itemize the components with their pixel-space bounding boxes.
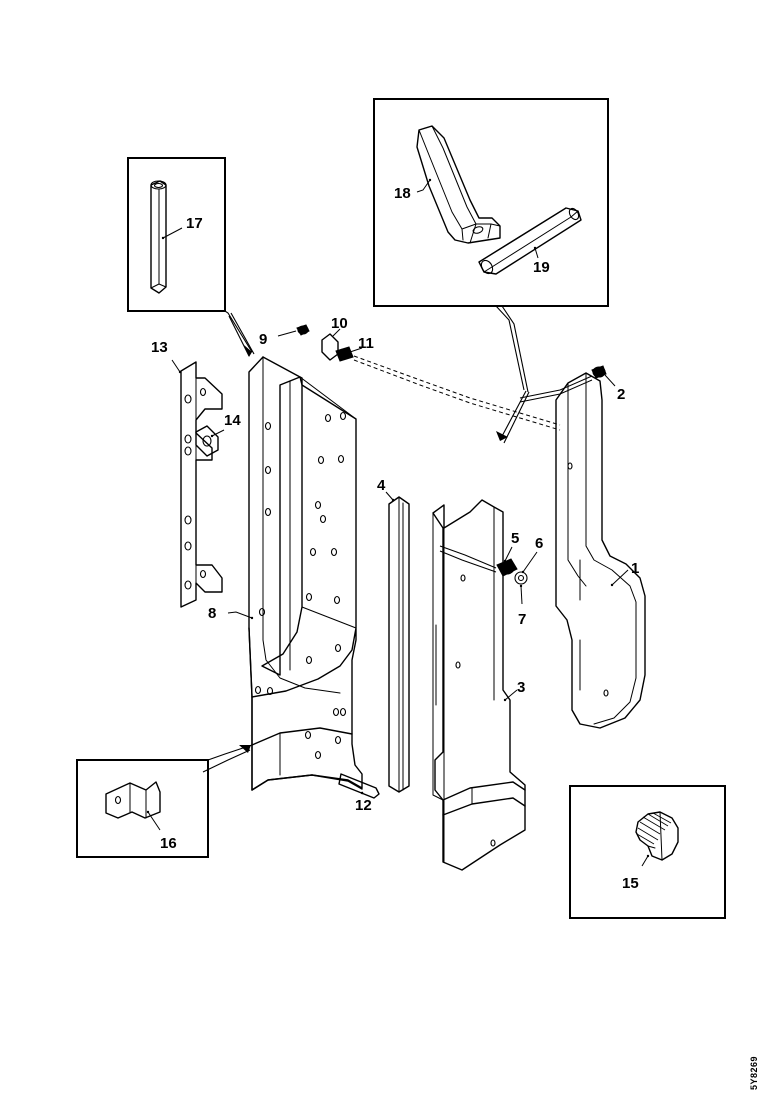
callout-7: 7 xyxy=(518,611,526,628)
part-2-fastener: 2 xyxy=(519,365,625,403)
part-15-clip xyxy=(635,811,679,861)
drawing-number-text: 5Y8269 xyxy=(749,1056,759,1090)
part-1-side-panel: 1 xyxy=(555,372,646,729)
part-16-bracket xyxy=(105,781,161,819)
callout-5: 5 xyxy=(511,530,519,547)
callout-15: 15 xyxy=(622,875,639,892)
callout-16: 16 xyxy=(160,835,177,852)
callout-12: 12 xyxy=(355,797,372,814)
inset-detail-17: 17 xyxy=(127,157,255,357)
part-12-pin: 12 xyxy=(338,773,380,814)
callout-13: 13 xyxy=(151,339,168,356)
part-9-fastener: 9 xyxy=(259,324,310,348)
callout-4: 4 xyxy=(377,477,386,494)
callout-11: 11 xyxy=(358,335,374,352)
part-11-fastener: 11 xyxy=(335,335,561,431)
part-3-panel: 3 xyxy=(432,499,526,871)
callout-2: 2 xyxy=(617,386,625,403)
inset-detail-15: 15 xyxy=(569,785,726,919)
inset-detail-18-19: 18 19 xyxy=(373,98,609,444)
callout-1: 1 xyxy=(631,560,639,577)
part-13-rail: 13 xyxy=(151,339,223,608)
callout-17: 17 xyxy=(186,215,203,232)
part-17-rod xyxy=(150,180,167,294)
part-14-clip: 14 xyxy=(195,412,241,457)
drawing-number: 5Y8269 xyxy=(749,1056,759,1090)
part-4-strip: 4 xyxy=(377,477,410,793)
fastener-group-5-6-7: 5 6 7 xyxy=(439,530,543,628)
part-19-bar xyxy=(478,207,582,275)
callout-19: 19 xyxy=(533,259,550,276)
part-8-main-panel: 8 xyxy=(208,356,363,791)
callout-9: 9 xyxy=(259,331,267,348)
callout-3: 3 xyxy=(517,679,525,696)
callout-8: 8 xyxy=(208,605,216,622)
part-18-bracket xyxy=(416,125,501,244)
callout-6: 6 xyxy=(535,535,543,552)
inset-detail-16: 16 xyxy=(76,744,253,858)
callout-14: 14 xyxy=(224,412,241,429)
callout-10: 10 xyxy=(331,315,348,332)
callout-18: 18 xyxy=(394,185,411,202)
